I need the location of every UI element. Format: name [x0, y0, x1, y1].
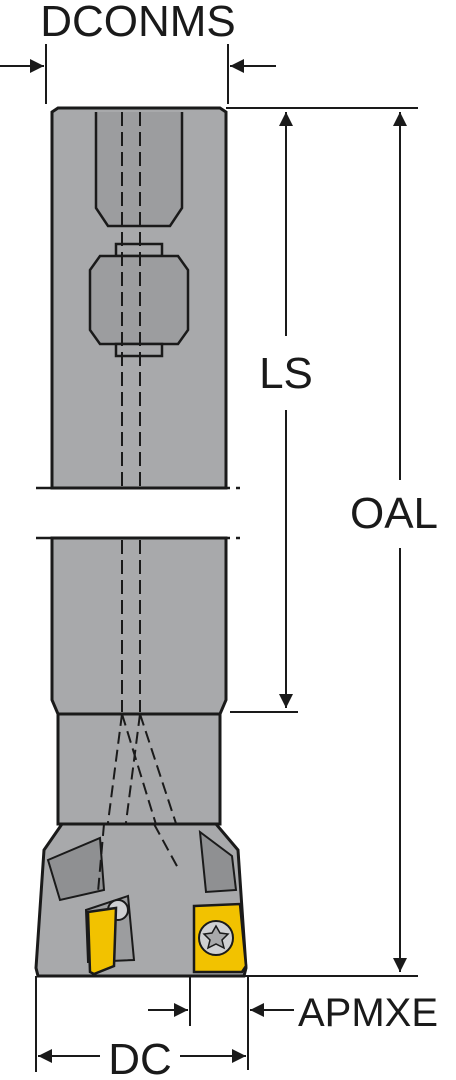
- dimension-oal: OAL: [226, 107, 438, 977]
- dimension-label-dc: DC: [108, 1035, 172, 1080]
- dimension-ls: LS: [230, 112, 313, 713]
- break-line: [36, 486, 242, 540]
- cutting-insert-right: [192, 902, 248, 974]
- neck: [56, 712, 222, 901]
- shank-upper: [50, 106, 228, 490]
- dimension-apmxe: APMXE: [148, 976, 438, 1070]
- cutting-insert-left: [86, 906, 118, 976]
- dimension-dc: DC: [35, 976, 246, 1080]
- dimension-label-apmxe: APMXE: [298, 991, 438, 1035]
- dimension-label-dconms: DCONMS: [40, 0, 236, 46]
- dimension-label-oal: OAL: [350, 489, 438, 538]
- dimension-dconms: DCONMS: [0, 0, 276, 104]
- dimension-label-ls: LS: [259, 349, 313, 398]
- shank-lower: [50, 536, 228, 716]
